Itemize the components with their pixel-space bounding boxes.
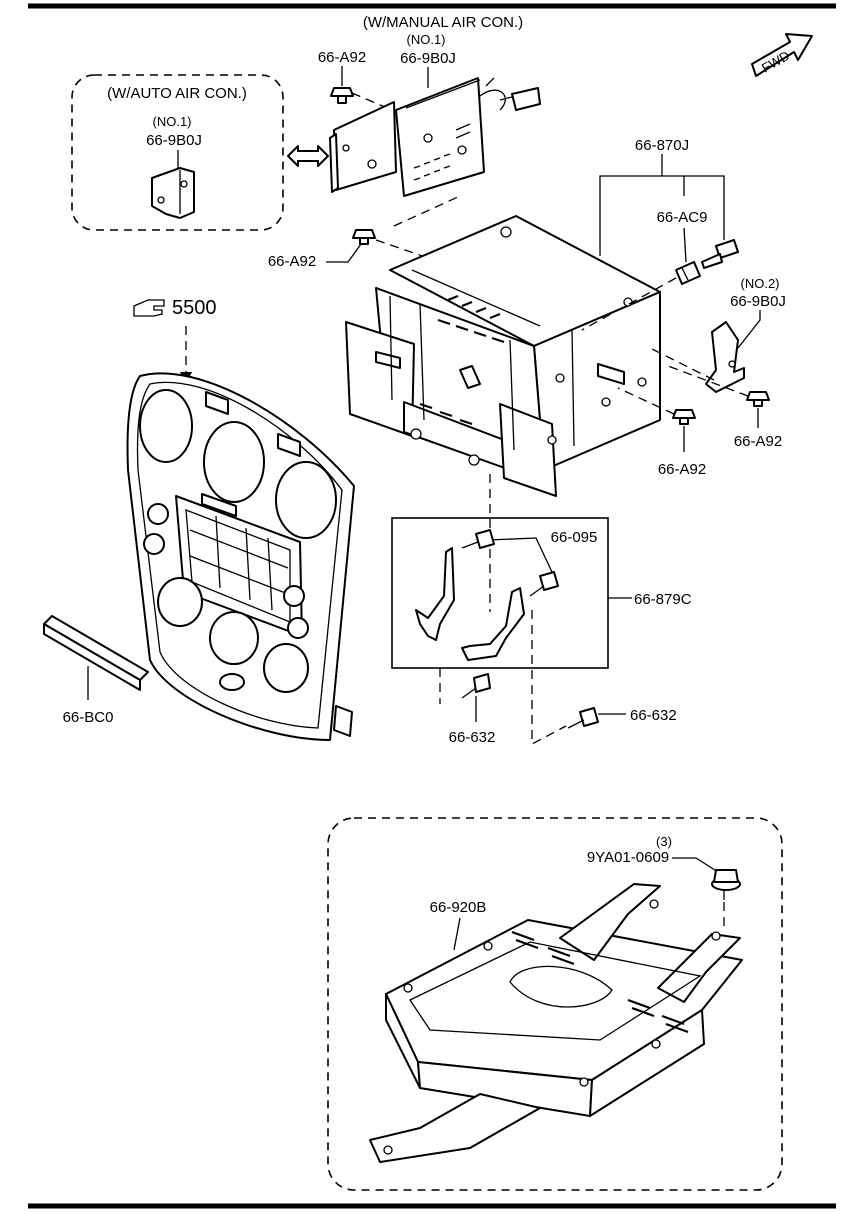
a92-left-dash bbox=[375, 239, 441, 263]
manual-bracket-no1 bbox=[329, 77, 541, 197]
screw-632-right bbox=[567, 707, 599, 729]
920b-label: 66-920B bbox=[430, 899, 487, 916]
9b0j-no2-label: 66-9B0J bbox=[730, 293, 786, 310]
exchange-arrow-icon bbox=[287, 145, 329, 167]
a92-left-leader bbox=[326, 239, 365, 263]
ac9-label: 66-AC9 bbox=[657, 209, 708, 226]
screw-870j bbox=[701, 239, 739, 269]
879c-label: 66-879C bbox=[634, 591, 692, 608]
095-label: 66-095 bbox=[551, 529, 598, 546]
a92-bottom-label: 66-A92 bbox=[658, 461, 706, 478]
screw-a92-left bbox=[352, 229, 376, 245]
bracket-879c-left bbox=[415, 547, 455, 641]
no1-manual-label: (NO.1) bbox=[407, 32, 446, 47]
632-right-label: 66-632 bbox=[630, 707, 677, 724]
no1-auto-label: (NO.1) bbox=[153, 114, 192, 129]
screw-a92-right bbox=[746, 391, 770, 407]
screw-a92-top bbox=[330, 87, 354, 104]
9ya01-leader bbox=[672, 857, 719, 873]
auto-air-con-inset bbox=[71, 74, 284, 231]
9ya01-label: 9YA01-0609 bbox=[587, 849, 669, 866]
bracket-to-unit-dash bbox=[393, 195, 461, 227]
ref-5500-label: 5500 bbox=[172, 297, 217, 319]
bracket-879c-right bbox=[461, 587, 525, 661]
bolt-9ya01 bbox=[711, 869, 741, 900]
qty-3-label: (3) bbox=[656, 834, 672, 849]
ac9-dash bbox=[581, 277, 677, 331]
9b0j-auto-label: 66-9B0J bbox=[146, 132, 202, 149]
auto-air-con-label: (W/AUTO AIR CON.) bbox=[107, 85, 247, 102]
ac9-leader bbox=[683, 227, 687, 263]
no2-dash bbox=[649, 347, 715, 381]
auto-bracket-no1 bbox=[151, 167, 195, 219]
920b-leader bbox=[453, 917, 461, 951]
632-right-dash bbox=[531, 610, 567, 746]
9b0j-no2-leader bbox=[737, 310, 761, 349]
a92-bottom-dash bbox=[617, 387, 675, 415]
tray-920b bbox=[369, 883, 743, 1163]
nut-ac9 bbox=[675, 261, 701, 285]
a92-right-label: 66-A92 bbox=[734, 433, 782, 450]
screw-a92-bottom bbox=[672, 409, 696, 425]
blank-plate-bc0 bbox=[43, 615, 149, 691]
center-console-panel bbox=[126, 372, 355, 741]
manual-air-con-label: (W/MANUAL AIR CON.) bbox=[363, 14, 523, 31]
a92-top-label: 66-A92 bbox=[318, 49, 366, 66]
audio-head-unit bbox=[345, 215, 661, 497]
no2-label: (NO.2) bbox=[741, 276, 780, 291]
a92-left-label: 66-A92 bbox=[268, 253, 316, 270]
095-leader bbox=[487, 537, 553, 573]
screw-095-a bbox=[461, 529, 495, 549]
632-left-label: 66-632 bbox=[449, 729, 496, 746]
fwd-arrow-icon: FWD bbox=[751, 33, 813, 77]
hand-pointer-icon bbox=[133, 299, 165, 317]
9b0j-manual-label: 66-9B0J bbox=[400, 50, 456, 67]
870j-label: 66-870J bbox=[635, 137, 689, 154]
879c-box bbox=[391, 517, 609, 669]
870j-bracket bbox=[599, 175, 725, 256]
screw-632-left bbox=[461, 673, 491, 699]
screw-095-b bbox=[529, 571, 559, 597]
bracket-no2 bbox=[705, 321, 745, 393]
bc0-label: 66-BC0 bbox=[63, 709, 114, 726]
920b-inset bbox=[327, 817, 783, 1191]
